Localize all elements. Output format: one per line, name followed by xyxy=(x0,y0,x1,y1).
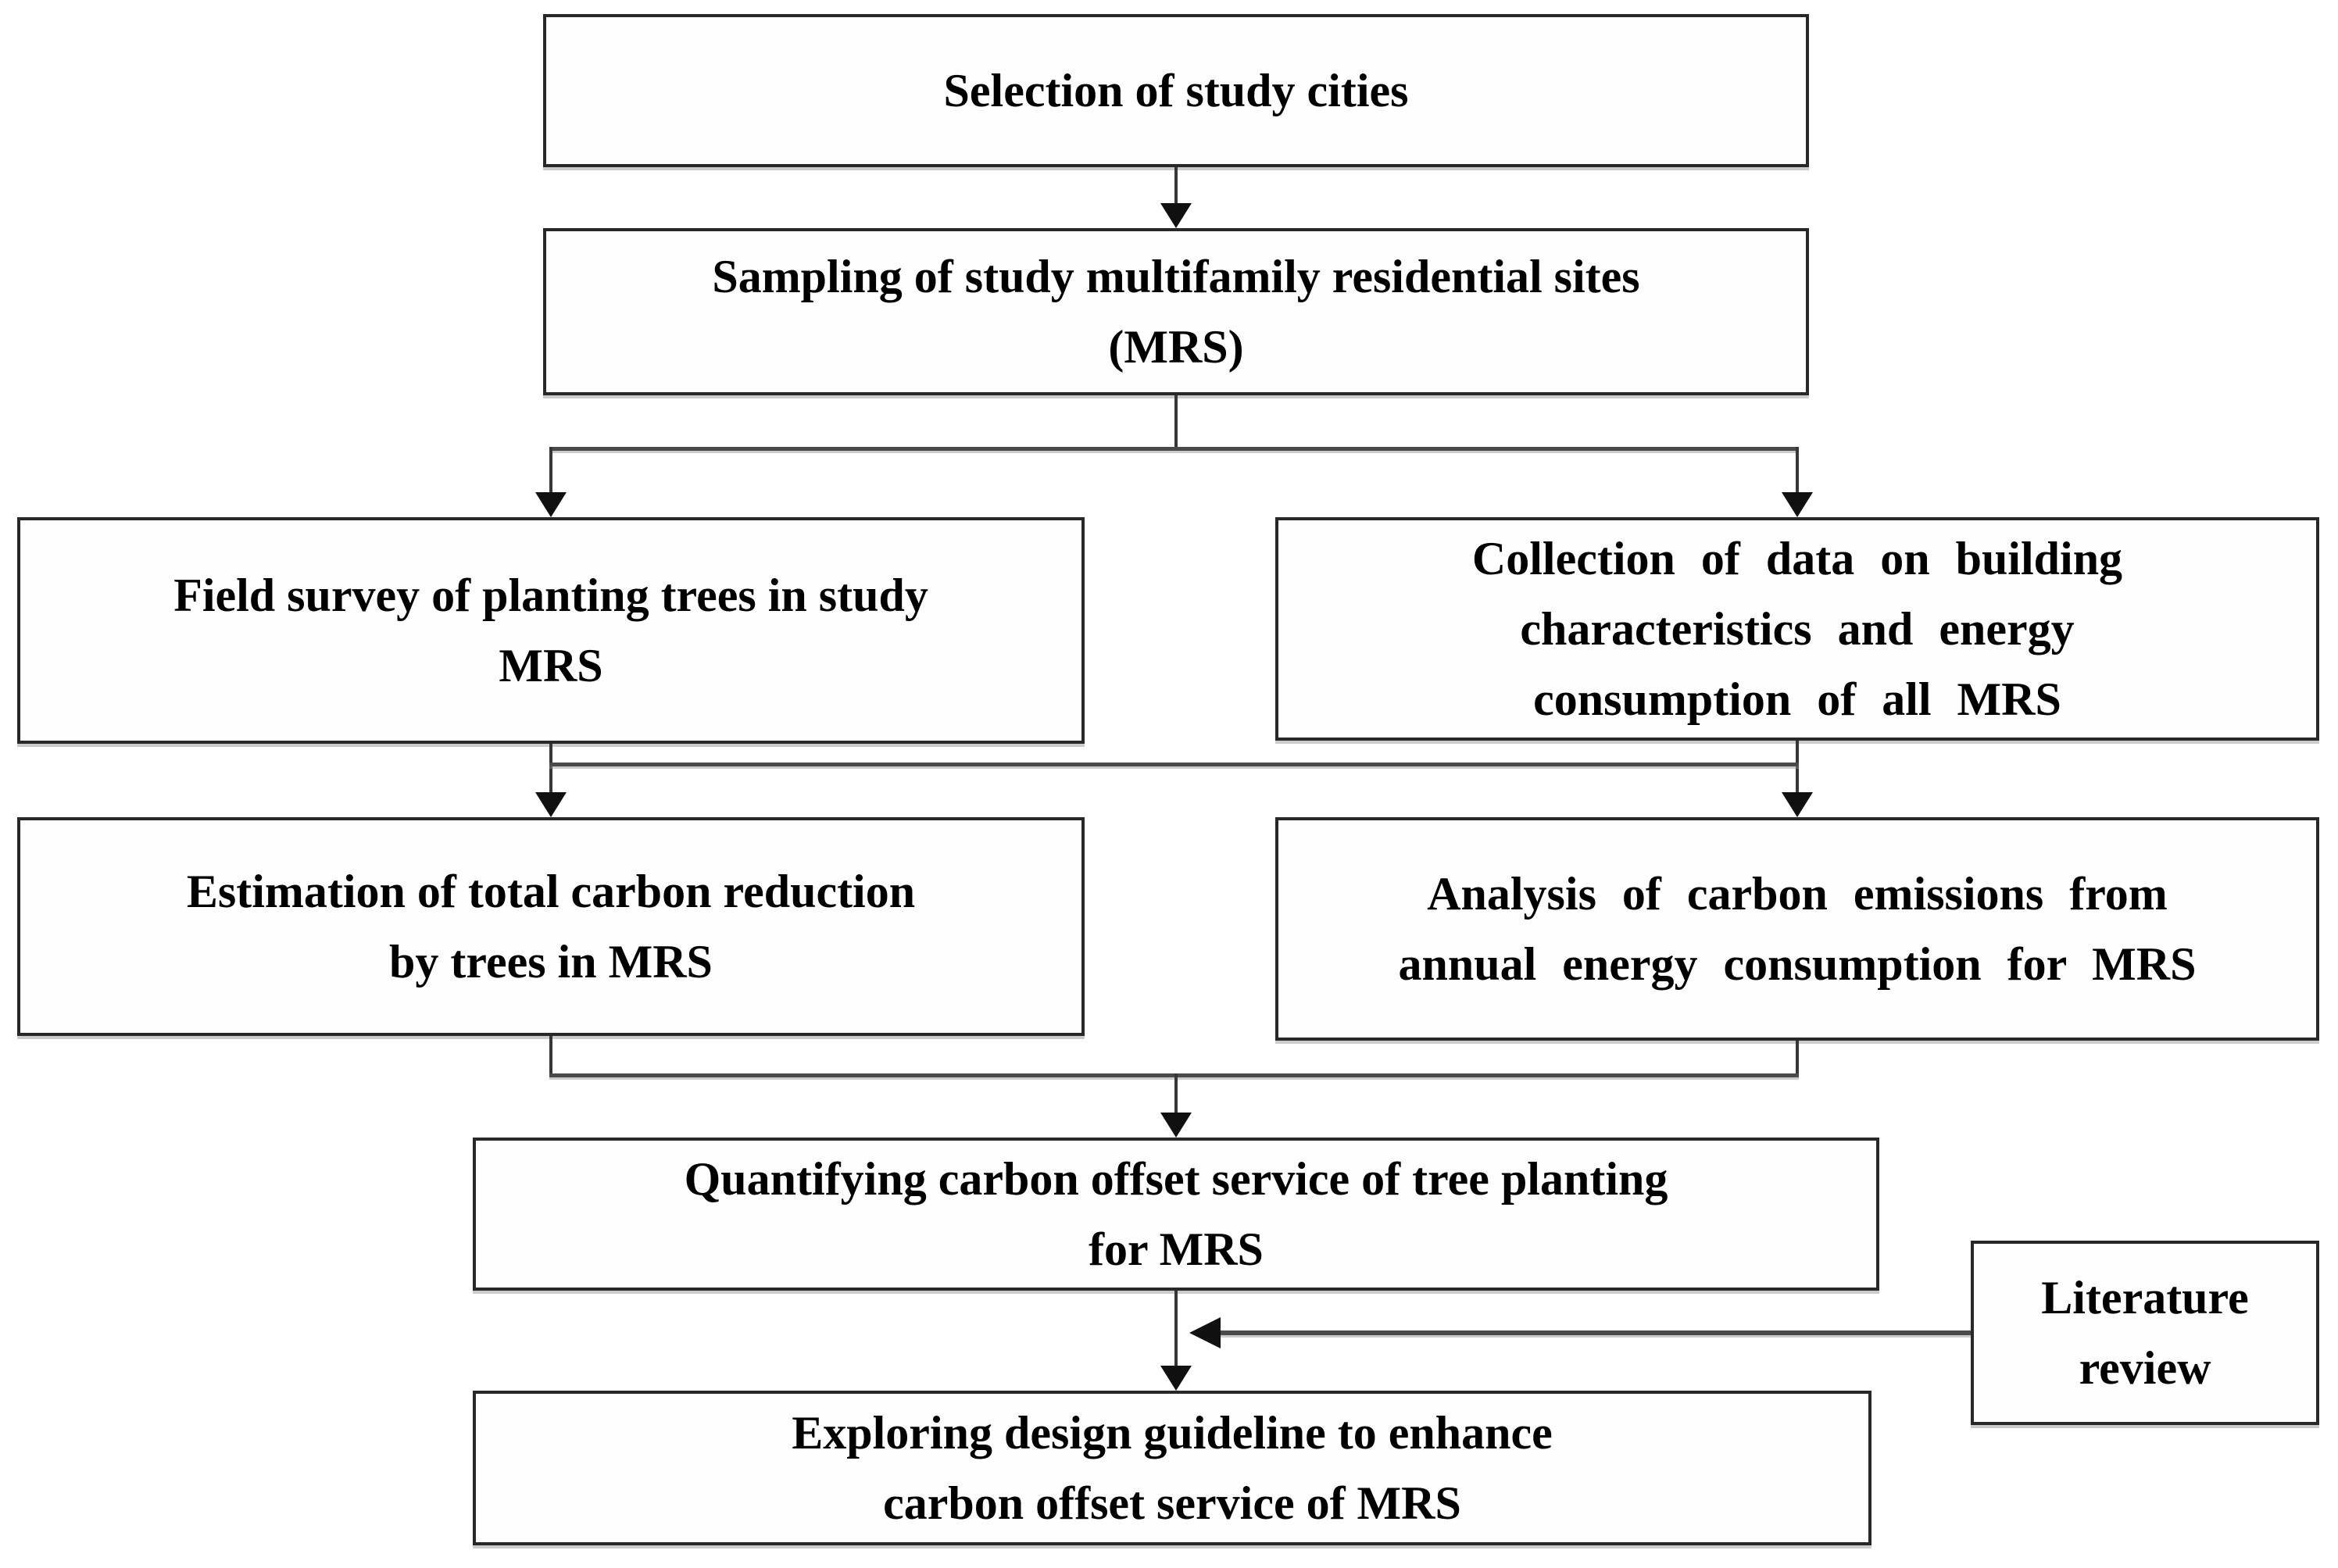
connector-collection-to-analysis xyxy=(1796,741,1799,794)
box-text: Field survey of planting trees in study xyxy=(173,570,928,621)
box-text: review xyxy=(2079,1342,2211,1394)
box-text: Selection of study cities xyxy=(943,65,1409,116)
box-text: consumption of all MRS xyxy=(1533,673,2061,725)
box-text: annual energy consumption for MRS xyxy=(1398,938,2197,990)
box-text: Estimation of total carbon reduction xyxy=(186,866,916,917)
connector-split-right-stem xyxy=(1796,447,1799,494)
connector-quantifying-to-exploring xyxy=(1174,1291,1178,1367)
box-text: Literature xyxy=(2041,1272,2249,1323)
connector-split-left-stem xyxy=(549,447,552,494)
connector-cross-link-horizontal xyxy=(549,763,1799,766)
down-arrowhead-icon xyxy=(1160,1366,1192,1391)
down-arrowhead-icon xyxy=(1160,1113,1192,1138)
connector-literature-horizontal xyxy=(1219,1330,1971,1335)
down-arrowhead-icon xyxy=(535,792,567,817)
box-text: for MRS xyxy=(1089,1223,1264,1275)
box-exploring-design-guideline: Exploring design guideline to enhance ca… xyxy=(473,1391,1871,1545)
box-literature-review: Literature review xyxy=(1971,1241,2319,1425)
box-field-survey: Field survey of planting trees in study … xyxy=(17,517,1085,744)
box-text: characteristics and energy xyxy=(1520,603,2075,655)
box-text: MRS xyxy=(499,640,603,691)
down-arrowhead-icon xyxy=(1160,203,1192,228)
box-text: carbon offset service of MRS xyxy=(883,1477,1461,1529)
box-estimation-carbon-reduction: Estimation of total carbon reduction by … xyxy=(17,817,1085,1036)
box-sampling-of-mrs: Sampling of study multifamily residentia… xyxy=(543,228,1809,395)
down-arrowhead-icon xyxy=(535,492,567,517)
connector-estimation-merge-stem xyxy=(549,1036,552,1077)
connector-split-horizontal xyxy=(549,447,1799,451)
box-text: Quantifying carbon offset service of tre… xyxy=(684,1153,1668,1205)
down-arrowhead-icon xyxy=(1782,792,1813,817)
box-text: Sampling of study multifamily residentia… xyxy=(712,251,1640,302)
connector-sampling-stem xyxy=(1174,395,1178,450)
box-collection-of-data: Collection of data on building character… xyxy=(1275,517,2319,741)
box-quantifying-carbon-offset: Quantifying carbon offset service of tre… xyxy=(473,1138,1879,1291)
connector-selection-to-sampling xyxy=(1174,167,1178,205)
box-text: Exploring design guideline to enhance xyxy=(792,1407,1553,1459)
box-analysis-carbon-emissions: Analysis of carbon emissions from annual… xyxy=(1275,817,2319,1041)
box-text: Analysis of carbon emissions from xyxy=(1427,868,2168,920)
box-text: Collection of data on building xyxy=(1471,533,2123,584)
box-selection-of-study-cities: Selection of study cities xyxy=(543,14,1809,167)
box-text: by trees in MRS xyxy=(389,936,713,988)
box-text: (MRS) xyxy=(1108,321,1244,373)
connector-analysis-merge-stem xyxy=(1796,1041,1799,1077)
down-arrowhead-icon xyxy=(1782,492,1813,517)
connector-field-to-estimation xyxy=(549,744,552,794)
connector-merge-horizontal xyxy=(549,1073,1799,1077)
left-arrowhead-icon xyxy=(1189,1317,1221,1348)
connector-merge-to-quantifying xyxy=(1174,1073,1178,1114)
